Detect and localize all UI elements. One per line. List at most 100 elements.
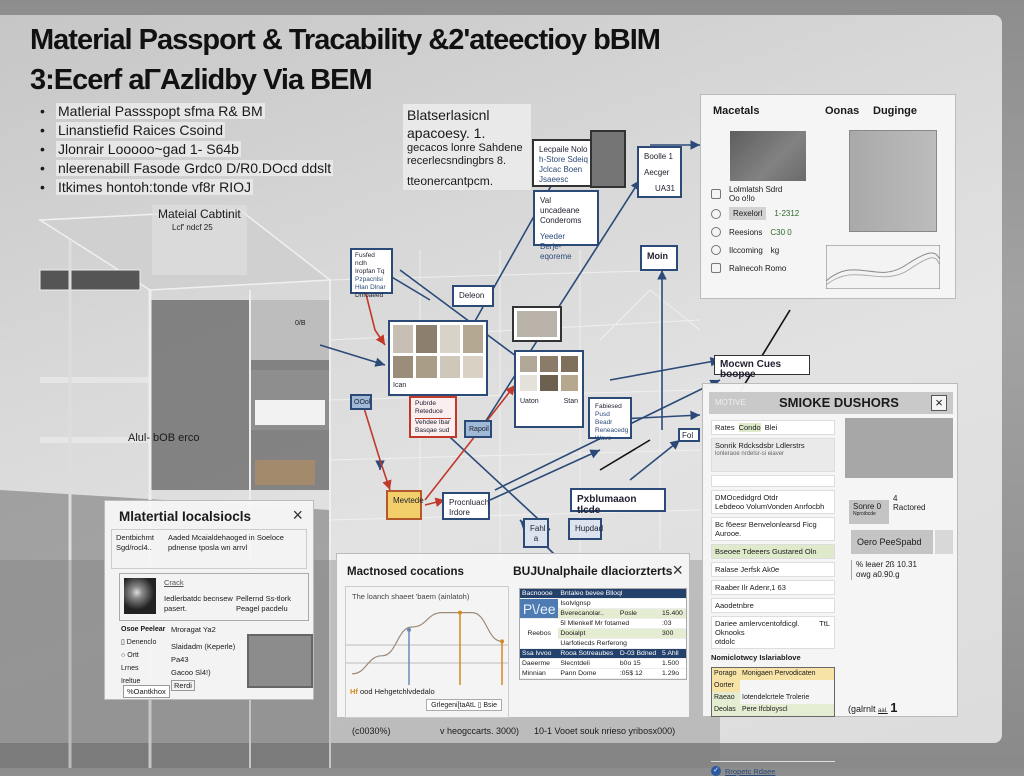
sub-heading: Nomiclotwcy Islariablove [711, 653, 801, 662]
table-header: Bacnoooe Bntaleo bevee Blloql [520, 589, 686, 599]
fahl-card[interactable]: Fahl a [523, 518, 549, 548]
counter: (galrnlt aal. 1 [848, 700, 898, 715]
left-card[interactable]: Fusfed nclh Iropfan Tq Pzpacnlsi Hlan Dl… [350, 248, 393, 299]
chart-footer-control[interactable]: Grlegeni[taAtL ▯ Bsie [426, 699, 502, 711]
data-table: Bacnoooe Bntaleo bevee Blloql P\/ee Isol… [519, 588, 687, 680]
radio-option[interactable]: ○ Ortt [121, 652, 139, 659]
dot-icon [711, 245, 721, 255]
passport-button[interactable]: Oero PeeSpabd [851, 530, 933, 554]
texture-sample [247, 634, 313, 688]
boolle-card[interactable]: Boolle 1 Aecger UA31 [637, 146, 682, 198]
tab-materials[interactable]: Macetals [713, 105, 760, 117]
bullet-list: Matlerial Passspopt sfma R& BM Linanstie… [36, 102, 334, 197]
oool-tag[interactable]: OOol [350, 394, 372, 410]
material-row[interactable]: Ralnecoh Romo [711, 263, 786, 273]
tab-onas[interactable]: Oonas [825, 105, 860, 117]
description-note: Blatserlasicnl apacoesy. 1. gecacos lonr… [403, 104, 531, 190]
close-button[interactable]: × [931, 395, 947, 411]
detail-link[interactable]: Crack [164, 578, 184, 587]
verified-link[interactable]: ✓ Rropetc Rdaee [711, 761, 835, 776]
photo-tile [540, 356, 558, 372]
table-row: Daeerme Slecntdeli b0o 15 1.500 [520, 658, 686, 669]
radio-option[interactable]: ▯ Denenclo [121, 639, 157, 646]
table-row: Minnian Pann Dome :05$ 12 1.29o [520, 668, 686, 679]
photo-tile [520, 356, 538, 372]
table-row: Reebos 5l Mlenkelf Mr fotamed :03 [520, 618, 686, 649]
chart-point [500, 639, 504, 644]
tab-design[interactable]: Duginge [873, 105, 917, 117]
movement-card[interactable]: Mocwn Cues boopee [714, 355, 810, 380]
item-card[interactable]: Crack Iedlerbatdc becnsew pasert. Peller… [119, 573, 309, 621]
material-row[interactable]: Ilccoming kg [711, 245, 779, 255]
step-1[interactable]: Sonre 0 Nproibcde [849, 500, 889, 524]
publication-card[interactable]: Pxblumaaon tlcde [570, 488, 666, 516]
material-row[interactable]: Rexelorl 1-2312 [711, 207, 799, 220]
photo-tile [439, 356, 460, 378]
title-line-2: 3:Ecerf aΓAzlidby Via BEM [30, 64, 373, 96]
tab-condo[interactable]: Condo [738, 423, 761, 432]
photo-tile [416, 356, 437, 378]
locations-title: Mlatertial Iocalsiocls [119, 509, 252, 524]
photo-thumb[interactable] [512, 306, 562, 342]
table-row: Uarfotiecds Rerferong [520, 638, 686, 649]
info-row: Aaodetnbre [711, 598, 835, 613]
material-photo [124, 578, 156, 614]
square-icon [711, 263, 721, 273]
red-card[interactable]: Pubrde Reteduce Vehdee Ibar Basqae sud [409, 396, 457, 438]
field-labels: Osoe Peelear ▯ Denenclo ○ Ortt Lrnes Ire… [121, 626, 166, 685]
photo-tile [560, 375, 578, 391]
description-box: Dentbichmt Sgd/rocl4.. Aaded Mcaialdehao… [111, 529, 307, 569]
building-label: Mateial Cabtinit Lcf' ndcf 25 [152, 205, 247, 275]
search-card[interactable]: Sonrik Rdcksdsbr Ldlerstrs lonleraoe nrd… [711, 438, 835, 472]
tab-blei[interactable]: Blei [764, 423, 778, 432]
table-row: Dooialpt 300 [520, 628, 686, 639]
close-button[interactable]: × [672, 560, 683, 580]
fol-tag[interactable]: Fol [678, 428, 700, 442]
photo-tile [393, 325, 414, 353]
small-tag: 0/B [295, 320, 306, 327]
rapoil-tag[interactable]: Rapoil [464, 420, 492, 438]
step-3: % leaer 2ß 10.31 owg a0.90.g [851, 560, 917, 580]
val-card[interactable]: Val uncadeane Conderoms Yeeder Berje-eqo… [533, 190, 599, 261]
photo-tile [393, 356, 414, 378]
chart-panel-title: Mactnosed cocations [347, 566, 464, 578]
mon-card[interactable]: Moin [640, 245, 678, 271]
chart-point [458, 610, 462, 615]
line-chart: The loanch shaeet 'baem (ainlatoh) Hf oo… [345, 586, 509, 718]
property-grid: Porago Monigaen Pervodicaten Oorter Raea… [711, 667, 835, 717]
smoke-texture [845, 418, 953, 478]
smoke-panel: MOTIVE SMIOKE DUSHORS × Rates Condo Blei… [702, 383, 958, 776]
checkbox-button[interactable]: %Oantkhox [123, 685, 170, 698]
photo-card-right[interactable]: Uaton Stan [514, 350, 584, 428]
photo-tile [560, 356, 578, 372]
material-row[interactable]: Reesions C30 0 [711, 227, 792, 237]
proposal-card[interactable]: Procnluach Irdore [442, 492, 490, 520]
highlight-row: Bseoee Tdeeers Gustared Oln [711, 544, 835, 559]
chart-legend: Hf ood Hehgetchlvdedalo [350, 687, 435, 696]
caption: 10-1 Vooet souk nrieso yribosx000) [534, 726, 676, 736]
table-row: Bverecanolar.. Posle 15.400 [520, 608, 686, 619]
step-1-count: 4 Ractored [893, 494, 926, 512]
photo-tile [520, 375, 538, 391]
small-input[interactable]: Rerdi [171, 680, 195, 691]
deleon-card[interactable]: Deleon [452, 285, 494, 307]
photo-tile [462, 325, 483, 353]
table-panel-title: BUJUnalphaile dlaciorzterts [513, 564, 673, 578]
smoke-details: Rates Condo Blei Sonrik Rdcksdsbr Ldlers… [711, 420, 835, 776]
chart-point [407, 627, 411, 632]
info-block: Dariee amlervcentofdicgl. Oknooks otdolc… [711, 616, 835, 649]
chart-plot [346, 610, 508, 685]
close-button[interactable]: × [292, 505, 303, 525]
yellow-card[interactable]: Mevtede [386, 490, 424, 520]
caption: v heogccarts. 3000) [440, 726, 520, 736]
photo-card-main[interactable]: Ican [388, 320, 488, 396]
title-line-1: Material Passport & Tracability &2'ateec… [30, 24, 661, 56]
fabric-card[interactable]: Fabiesed Pusd Beadr Reneacedg Wave [588, 397, 632, 442]
hupdad-card[interactable]: Hupdad [568, 518, 603, 540]
dot-icon [711, 208, 721, 219]
photo-tile [439, 325, 460, 353]
info-row: Ralase Jerfsk Ak0e [711, 562, 835, 577]
tab-rates[interactable]: Rates [715, 423, 735, 432]
wall-section-image [849, 130, 937, 232]
